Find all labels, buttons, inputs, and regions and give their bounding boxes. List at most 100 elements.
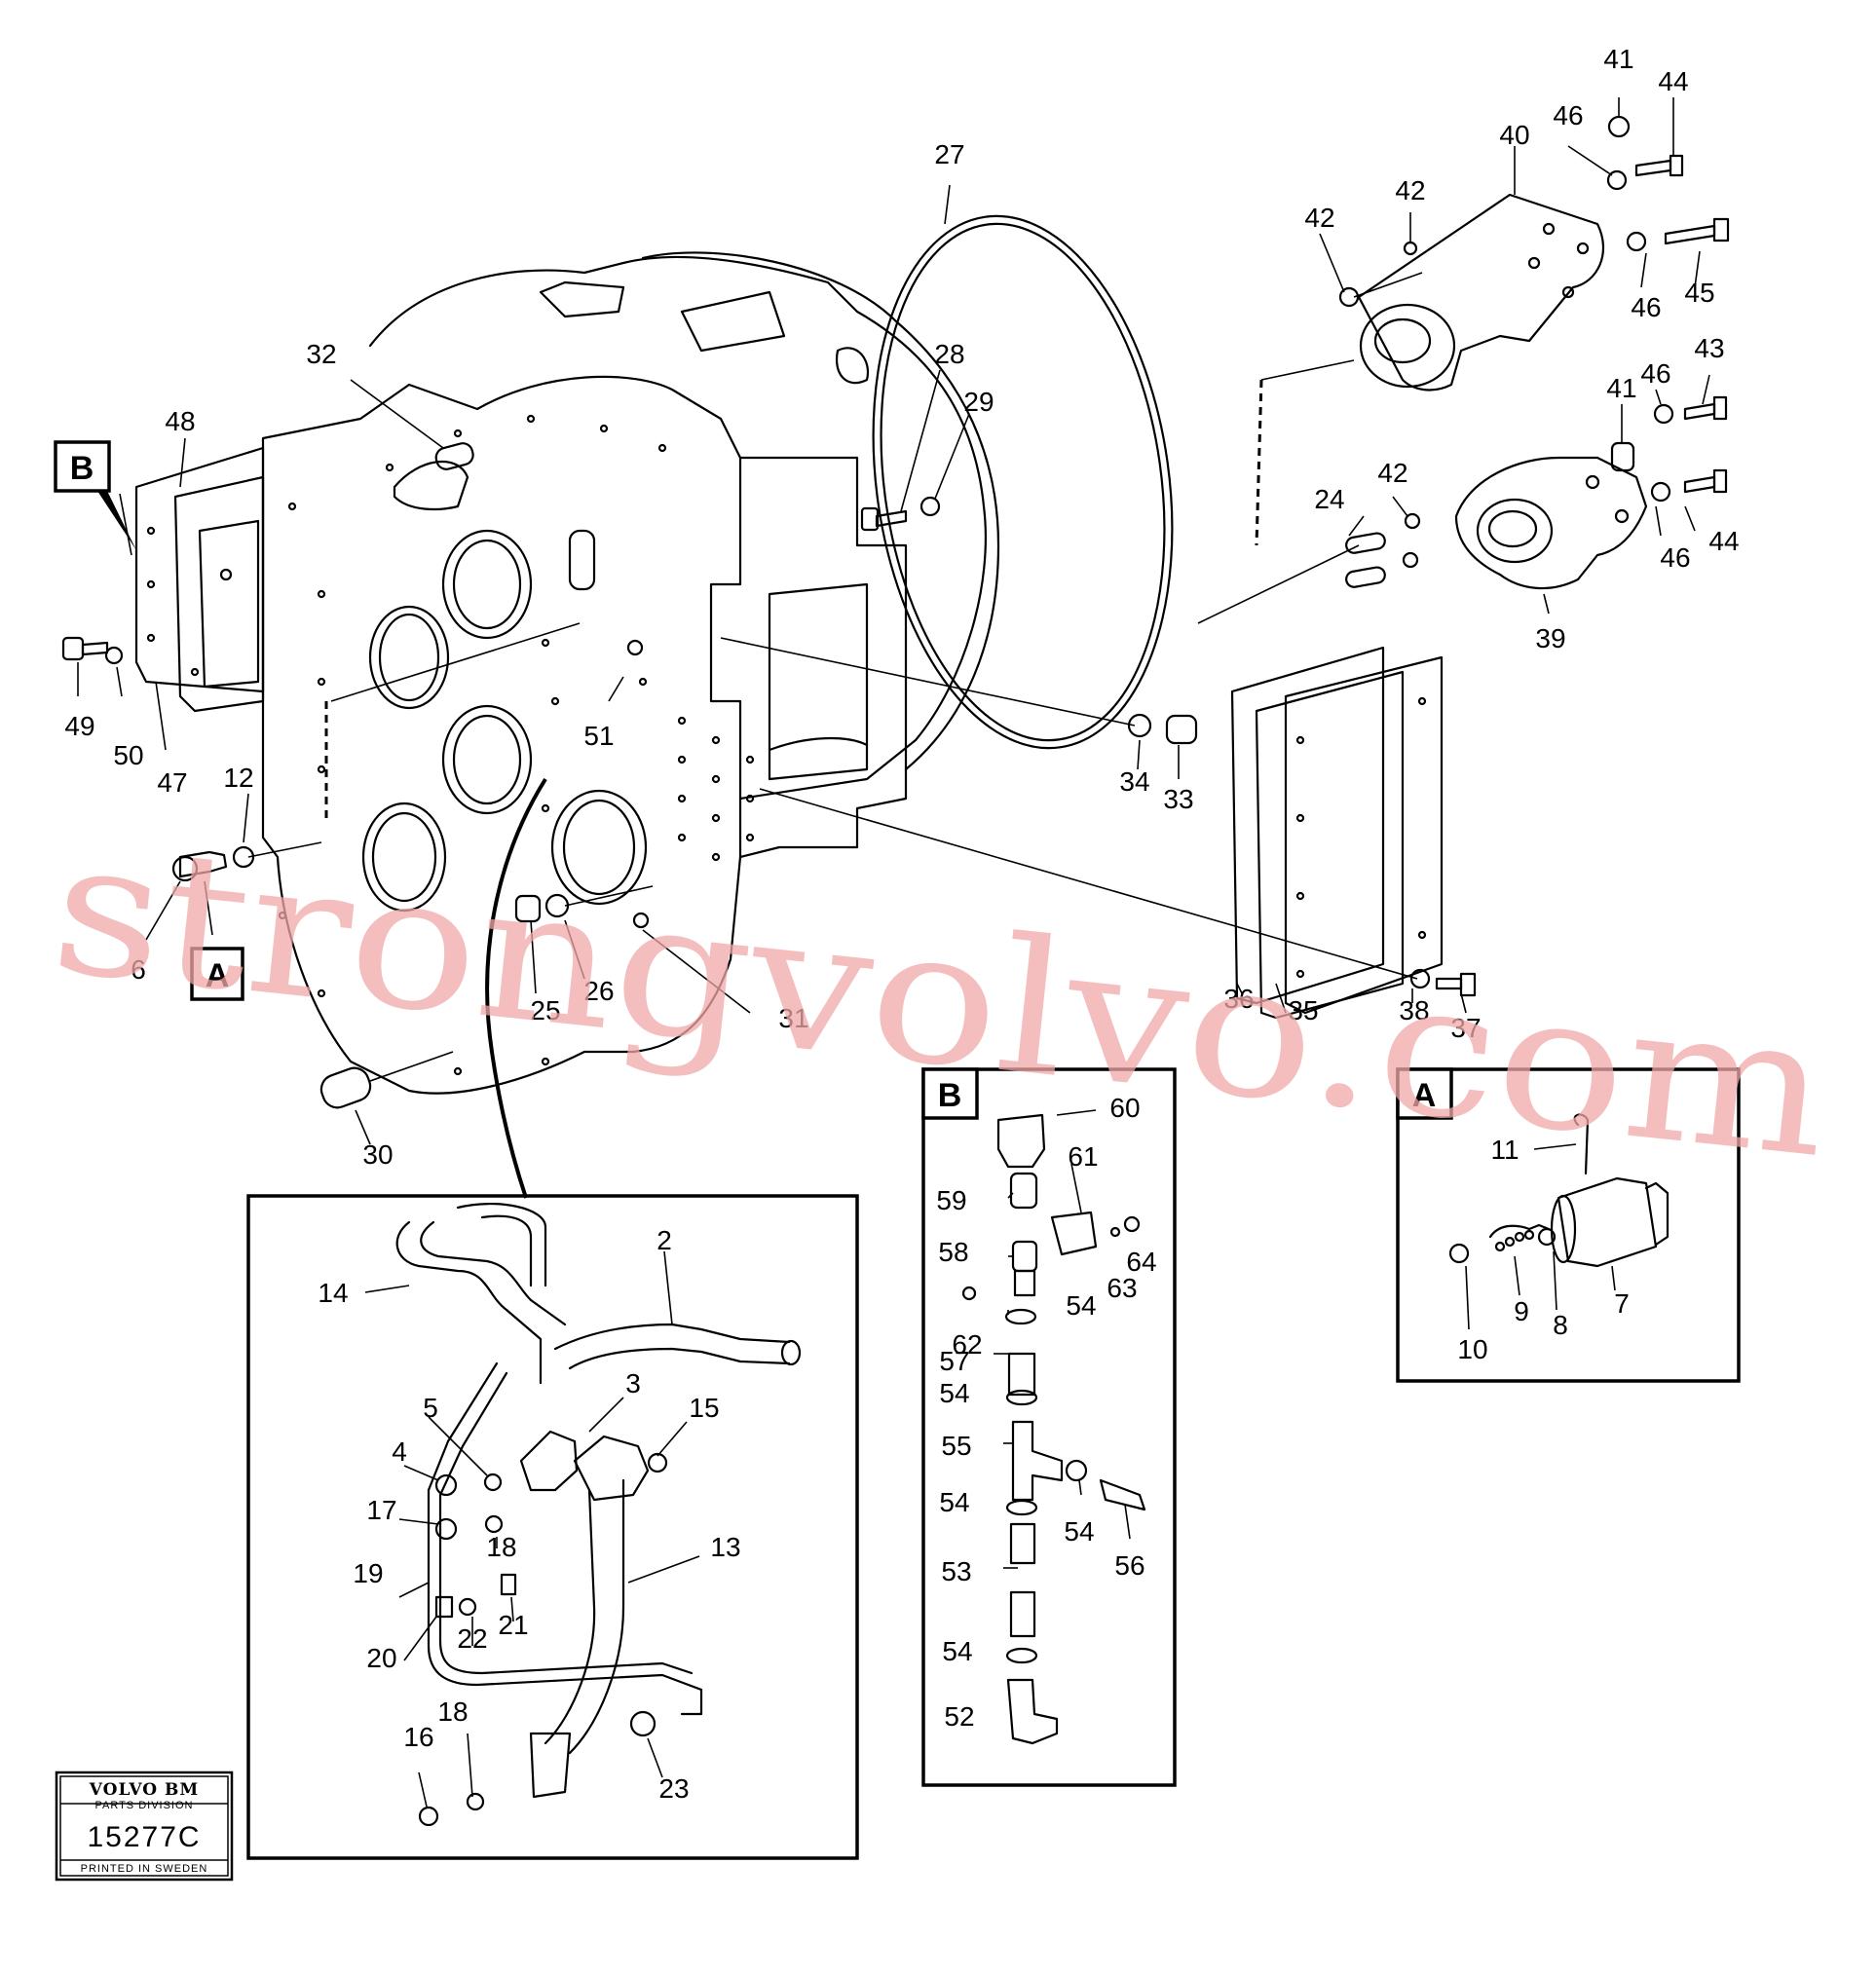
leader-lines <box>77 97 1710 1145</box>
part-label-38: 38 <box>1399 995 1429 1025</box>
svg-text:B: B <box>938 1077 962 1114</box>
part-label-54: 54 <box>939 1378 969 1408</box>
part-label-4: 4 <box>392 1436 407 1467</box>
part-label-39: 39 <box>1535 623 1565 653</box>
part-label-8: 8 <box>1553 1310 1568 1340</box>
part-label-33: 33 <box>1163 784 1193 814</box>
part-label-35: 35 <box>1288 995 1318 1025</box>
part-label-17: 17 <box>366 1495 396 1525</box>
part-label-18: 18 <box>486 1532 516 1562</box>
housing-bolt-holes <box>278 414 755 1076</box>
pump-assembly-upper <box>1357 193 1605 391</box>
part-label-46: 46 <box>1660 542 1690 573</box>
tag-b-main: B <box>54 440 111 493</box>
part-label-47: 47 <box>157 767 187 798</box>
watermark-text: strongvolvo.com <box>43 799 1838 1199</box>
transmission-housing <box>261 251 1263 1199</box>
cover-plate-left <box>134 446 265 713</box>
part-label-26: 26 <box>583 976 614 1006</box>
part-label-34: 34 <box>1119 766 1149 797</box>
part-label-48: 48 <box>165 406 195 436</box>
part-label-61: 61 <box>1068 1141 1098 1172</box>
part-label-46: 46 <box>1640 358 1670 389</box>
part-label-46: 46 <box>1631 292 1661 322</box>
volvo-bm-stamp: VOLVO BM PARTS DIVISION 15277C PRINTED I… <box>55 1771 234 1882</box>
part-label-51: 51 <box>583 721 614 751</box>
valve-inset <box>1396 1067 1741 1383</box>
part-label-15: 15 <box>689 1393 719 1423</box>
part-label-64: 64 <box>1126 1247 1156 1277</box>
part-label-7: 7 <box>1614 1288 1630 1319</box>
part-label-63: 63 <box>1107 1273 1137 1303</box>
tag-a-inset: A <box>1396 1067 1453 1120</box>
part-label-60: 60 <box>1109 1093 1140 1123</box>
part-label-55: 55 <box>941 1431 971 1461</box>
stamp-brand: VOLVO BM <box>89 1780 199 1800</box>
svg-text:B: B <box>70 450 94 487</box>
part-label-23: 23 <box>658 1773 689 1804</box>
part-label-11: 11 <box>1490 1135 1519 1165</box>
pump-assembly-lower <box>1454 456 1648 590</box>
part-label-58: 58 <box>938 1237 968 1267</box>
part-label-21: 21 <box>498 1610 528 1640</box>
part-label-32: 32 <box>306 339 336 369</box>
part-label-42: 42 <box>1304 203 1334 233</box>
svg-text:A: A <box>1412 1077 1437 1114</box>
part-label-2: 2 <box>657 1225 672 1255</box>
part-label-54: 54 <box>939 1487 969 1517</box>
part-label-25: 25 <box>530 995 560 1025</box>
part-label-31: 31 <box>778 1003 808 1033</box>
part-label-3: 3 <box>625 1368 641 1398</box>
part-label-24: 24 <box>1314 484 1344 514</box>
part-label-54: 54 <box>1064 1516 1094 1547</box>
part-label-52: 52 <box>944 1701 974 1732</box>
part-label-54: 54 <box>942 1636 972 1666</box>
part-label-36: 36 <box>1223 984 1254 1014</box>
part-label-45: 45 <box>1684 278 1714 308</box>
part-label-44: 44 <box>1658 66 1688 96</box>
stamp-number: 15277C <box>87 1821 201 1853</box>
part-label-40: 40 <box>1499 120 1529 150</box>
part-label-49: 49 <box>64 711 94 741</box>
part-label-13: 13 <box>710 1532 740 1562</box>
part-label-50: 50 <box>113 740 143 770</box>
stamp-division: PARTS DIVISION <box>94 1800 193 1811</box>
tag-b-pointer <box>97 491 136 550</box>
tag-a-main: A <box>190 947 244 1001</box>
part-label-42: 42 <box>1395 175 1425 205</box>
part-label-41: 41 <box>1606 373 1636 403</box>
part-label-37: 37 <box>1450 1013 1481 1043</box>
part-label-62: 62 <box>952 1329 982 1360</box>
tag-b-inset: B <box>921 1067 979 1120</box>
piping-inset <box>246 1194 859 1860</box>
part-label-28: 28 <box>934 339 964 369</box>
part-label-53: 53 <box>941 1556 971 1586</box>
part-label-57: 57 <box>939 1346 969 1376</box>
cover-plate-right <box>1230 646 1444 1020</box>
part-label-27: 27 <box>934 139 964 169</box>
svg-text:A: A <box>206 957 230 994</box>
part-label-41: 41 <box>1603 44 1633 74</box>
part-label-59: 59 <box>936 1185 966 1215</box>
part-label-19: 19 <box>353 1558 383 1588</box>
stamp-printed: PRINTED IN SWEDEN <box>81 1863 208 1875</box>
part-label-6: 6 <box>131 954 146 985</box>
part-label-56: 56 <box>1114 1550 1144 1581</box>
part-label-10: 10 <box>1457 1334 1487 1364</box>
part-label-5: 5 <box>423 1393 438 1423</box>
part-label-30: 30 <box>362 1139 393 1170</box>
part-label-42: 42 <box>1377 458 1407 488</box>
gasket-ring <box>872 214 1174 750</box>
part-label-18: 18 <box>437 1696 468 1727</box>
part-label-14: 14 <box>318 1278 348 1308</box>
part-label-20: 20 <box>366 1643 396 1673</box>
part-label-43: 43 <box>1694 333 1724 363</box>
part-label-46: 46 <box>1553 100 1583 130</box>
part-label-22: 22 <box>457 1623 487 1654</box>
part-label-16: 16 <box>403 1722 433 1752</box>
breather-inset <box>921 1067 1177 1787</box>
part-label-9: 9 <box>1514 1296 1529 1326</box>
